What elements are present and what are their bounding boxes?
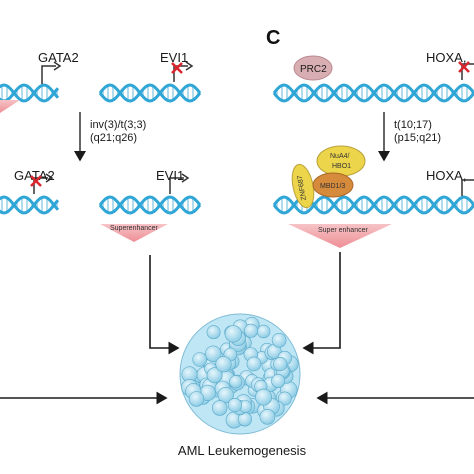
gene-label-hoxa-top: HOXA, <box>426 50 466 65</box>
dna-helix-left-top-a <box>0 83 60 103</box>
leukemic-cell <box>188 391 205 407</box>
mbd-label: MBD1/3 <box>320 183 345 190</box>
leukemic-cell <box>224 325 243 343</box>
hoxa-bottom: HOXA, <box>426 168 474 196</box>
znf687-label: ZNF687 <box>297 175 308 201</box>
dna-helix-right-top <box>272 83 474 103</box>
tss-arrow-icon <box>461 179 474 196</box>
translocation-right-line1: t(10;17) <box>394 119 432 131</box>
leukemic-cell <box>217 387 234 404</box>
translocation-left-line2: (q21;q26) <box>90 132 137 144</box>
blocked-x-icon <box>171 62 183 74</box>
gene-label-evi1-top: EVI1 <box>160 50 188 65</box>
prc2-label: PRC2 <box>300 64 327 75</box>
tss-arrow-icon <box>169 177 184 194</box>
outcome-label: AML Leukemogenesis <box>178 443 307 458</box>
leukemic-cell <box>246 356 262 372</box>
hbo1-label: HBO1 <box>332 163 351 170</box>
leukemic-cell <box>206 325 221 340</box>
translocation-right-line2: (p15;q21) <box>394 132 441 144</box>
superenhancer-right <box>288 224 392 248</box>
blocked-x-icon <box>30 175 42 187</box>
gene-label-gata2-top: GATA2 <box>38 50 79 65</box>
evi1-bottom: EVI1 <box>156 168 190 194</box>
superenhancer-left <box>100 224 168 242</box>
leukemic-cell <box>255 388 273 406</box>
nua4-hbo1-protein <box>316 145 366 177</box>
gene-label-hoxa-bottom: HOXA, <box>426 168 466 183</box>
leukemic-cell <box>271 373 286 388</box>
translocation-left-line1: inv(3)/t(3;3) <box>90 119 146 131</box>
leukemic-cell <box>271 332 287 348</box>
gene-label-evi1-bottom: EVI1 <box>156 168 184 183</box>
leukemic-cell <box>259 408 276 425</box>
leukemic-cell <box>205 345 222 362</box>
blocked-x-icon <box>458 61 470 73</box>
leukemic-cell <box>212 400 228 416</box>
gene-label-gata2-bottom: GATA2 <box>14 168 55 183</box>
leukemic-cell-cluster <box>179 313 301 435</box>
nua4-label: NuA4/ <box>330 153 350 160</box>
dna-helix-left-bottom-b <box>98 195 202 215</box>
superenhancer-left-label: Superenhancer <box>110 225 159 232</box>
evi1-top: EVI1 <box>160 50 194 82</box>
leukemic-cell <box>206 367 223 384</box>
protein-complex: ZNF687 NuA4/ HBO1 MBD1/3 <box>291 145 366 209</box>
gata2-bottom: GATA2 <box>14 168 55 194</box>
leukemic-cell <box>227 398 242 413</box>
leukemic-cell <box>277 391 292 406</box>
leukemic-cell <box>273 357 288 372</box>
leukemic-cell <box>244 323 259 338</box>
gata2-top: GATA2 <box>38 50 79 84</box>
dna-helices <box>0 83 474 215</box>
superenhancer-right-label: Super enhancer <box>318 227 368 234</box>
mbd-protein <box>312 172 354 198</box>
tss-arrow-icon <box>41 65 56 84</box>
dna-helix-left-top-b <box>98 83 202 103</box>
enhancer-partial-top <box>0 100 20 113</box>
panel-label: C <box>266 27 280 49</box>
prc2-complex <box>293 55 333 81</box>
leukemic-cell <box>229 375 243 389</box>
dna-helix-right-bottom <box>272 195 474 215</box>
leukemic-cell <box>192 352 207 367</box>
hoxa-top: HOXA, <box>426 50 474 80</box>
flow-arrow-right-upper <box>302 252 341 355</box>
flow-arrow-left-upper <box>149 255 180 355</box>
dna-helix-left-bottom-a <box>0 195 60 215</box>
leukemic-cell <box>215 356 232 373</box>
